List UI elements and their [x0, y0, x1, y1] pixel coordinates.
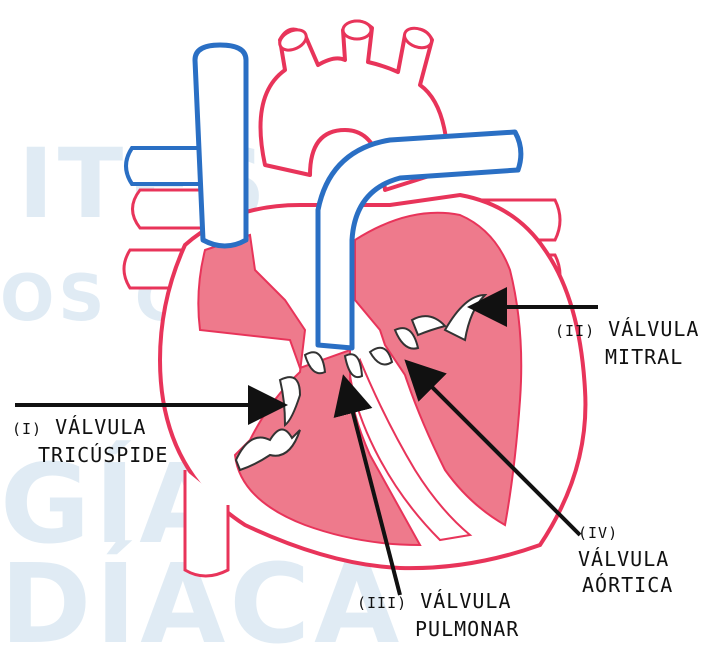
label-aortic: (IV) VÁLVULA AÓRTICA	[578, 518, 715, 598]
label-mitral-line1: VÁLVULA	[608, 317, 699, 341]
label-pulmonary-line2: PULMONAR	[415, 616, 519, 642]
label-tricuspid-numeral: (I)	[12, 420, 42, 438]
label-tricuspid-line2: TRICÚSPIDE	[38, 442, 168, 468]
label-tricuspid-line1: VÁLVULA	[55, 415, 146, 439]
superior-vena-cava	[195, 45, 246, 246]
label-pulmonary-numeral: (III)	[357, 594, 407, 612]
label-tricuspid: (I) VÁLVULA TRICÚSPIDE	[12, 414, 168, 468]
label-aortic-line2: AÓRTICA	[582, 572, 715, 598]
label-mitral-numeral: (II)	[555, 322, 595, 340]
label-mitral-line2: MITRAL	[605, 344, 699, 370]
label-pulmonary-line1: VÁLVULA	[420, 589, 511, 613]
label-pulmonary: (III) VÁLVULA PULMONAR	[357, 588, 519, 642]
label-aortic-line1: VÁLVULA	[578, 547, 669, 571]
label-aortic-numeral: (IV)	[578, 524, 618, 542]
label-mitral: (II) VÁLVULA MITRAL	[555, 316, 699, 370]
